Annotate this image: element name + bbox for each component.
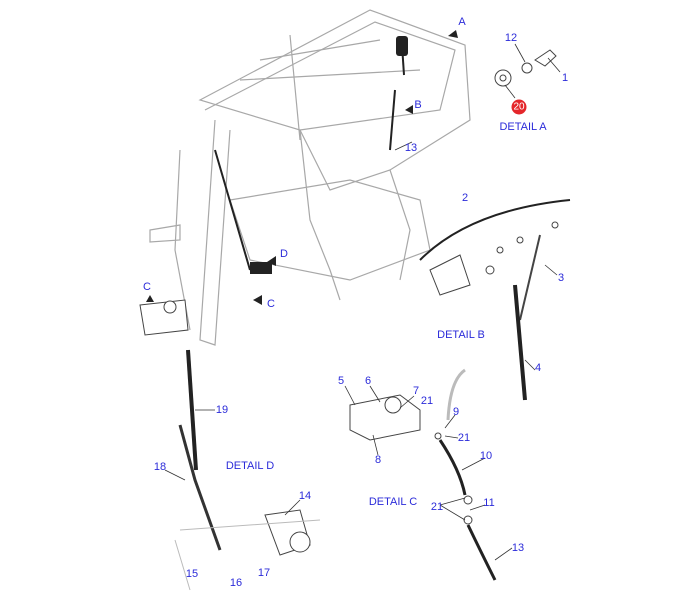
part-1: 1 <box>561 72 569 84</box>
cab-outline <box>149 9 471 346</box>
part-18: 18 <box>153 461 167 473</box>
callout-c-reservoir: C <box>143 281 151 293</box>
part-11: 11 <box>483 497 495 509</box>
callout-d: D <box>280 248 288 260</box>
part-8: 8 <box>374 454 382 466</box>
detail-b-parts <box>419 199 571 401</box>
part-12: 12 <box>504 32 518 44</box>
part-19: 19 <box>215 404 229 416</box>
part-21-b: 21 <box>457 432 471 444</box>
part-13-cab: 13 <box>404 142 418 154</box>
nozzle-a <box>396 36 408 56</box>
leader-lines <box>164 43 561 561</box>
detail-c-title: DETAIL C <box>368 496 418 508</box>
part-3: 3 <box>557 272 565 284</box>
part-9: 9 <box>452 406 460 418</box>
part-6: 6 <box>364 375 372 387</box>
part-16: 16 <box>229 577 243 589</box>
callout-a: A <box>458 16 466 28</box>
callout-b: B <box>414 99 422 111</box>
part-2: 2 <box>461 192 469 204</box>
detail-a-parts <box>494 49 557 87</box>
part-4: 4 <box>534 362 542 374</box>
reservoir-c-small <box>139 299 189 336</box>
part-10: 10 <box>479 450 493 462</box>
part-21-c: 21 <box>430 501 444 513</box>
detail-d-title: DETAIL D <box>225 460 275 472</box>
part-7: 7 <box>412 385 420 397</box>
callout-arrows <box>146 30 458 305</box>
wiper-motor-d <box>250 262 272 274</box>
part-5: 5 <box>337 375 345 387</box>
part-21-a: 21 <box>420 395 434 407</box>
part-15: 15 <box>185 568 199 580</box>
wiper-arms <box>214 44 405 271</box>
part-14: 14 <box>298 490 312 502</box>
part-13-hose: 13 <box>511 542 525 554</box>
detail-a-title: DETAIL A <box>499 121 547 133</box>
part-17: 17 <box>257 567 271 579</box>
part-20-highlight: 20 <box>511 99 527 115</box>
callout-c: C <box>267 298 275 310</box>
detail-b-title: DETAIL B <box>437 329 485 341</box>
